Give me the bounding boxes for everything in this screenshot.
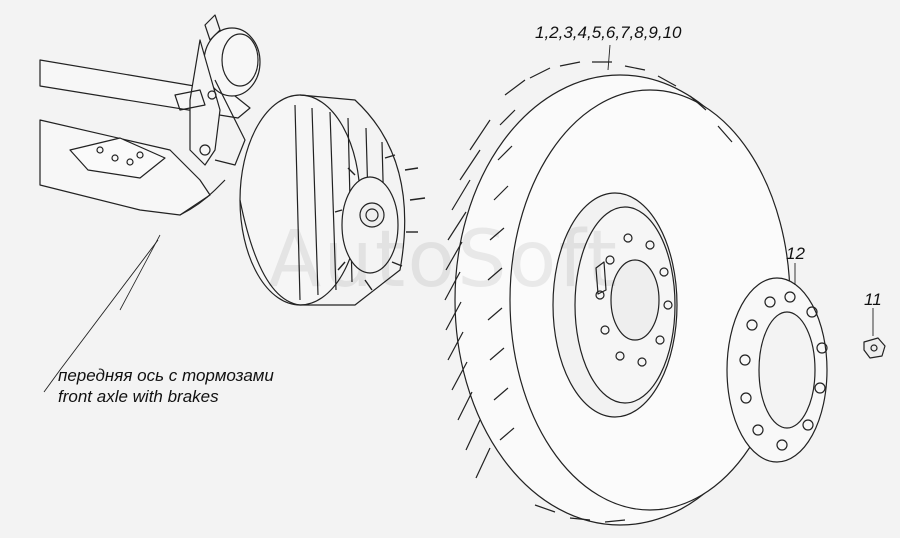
brake-drum bbox=[239, 94, 406, 306]
label-ring: 12 bbox=[786, 244, 805, 263]
label-nut: 11 bbox=[864, 290, 882, 309]
brake-chamber bbox=[174, 14, 261, 166]
axle-beam bbox=[39, 59, 251, 311]
wheel-nut bbox=[863, 337, 886, 359]
label-tire-parts: 1,2,3,4,5,6,7,8,9,10 bbox=[535, 23, 682, 42]
wheel-studs bbox=[334, 154, 426, 291]
clamp-ring bbox=[726, 277, 828, 463]
label-axle-ru: передняя ось с тормозами bbox=[58, 366, 274, 385]
wheel-rim bbox=[552, 192, 678, 418]
label-axle-en: front axle with brakes bbox=[58, 387, 219, 406]
